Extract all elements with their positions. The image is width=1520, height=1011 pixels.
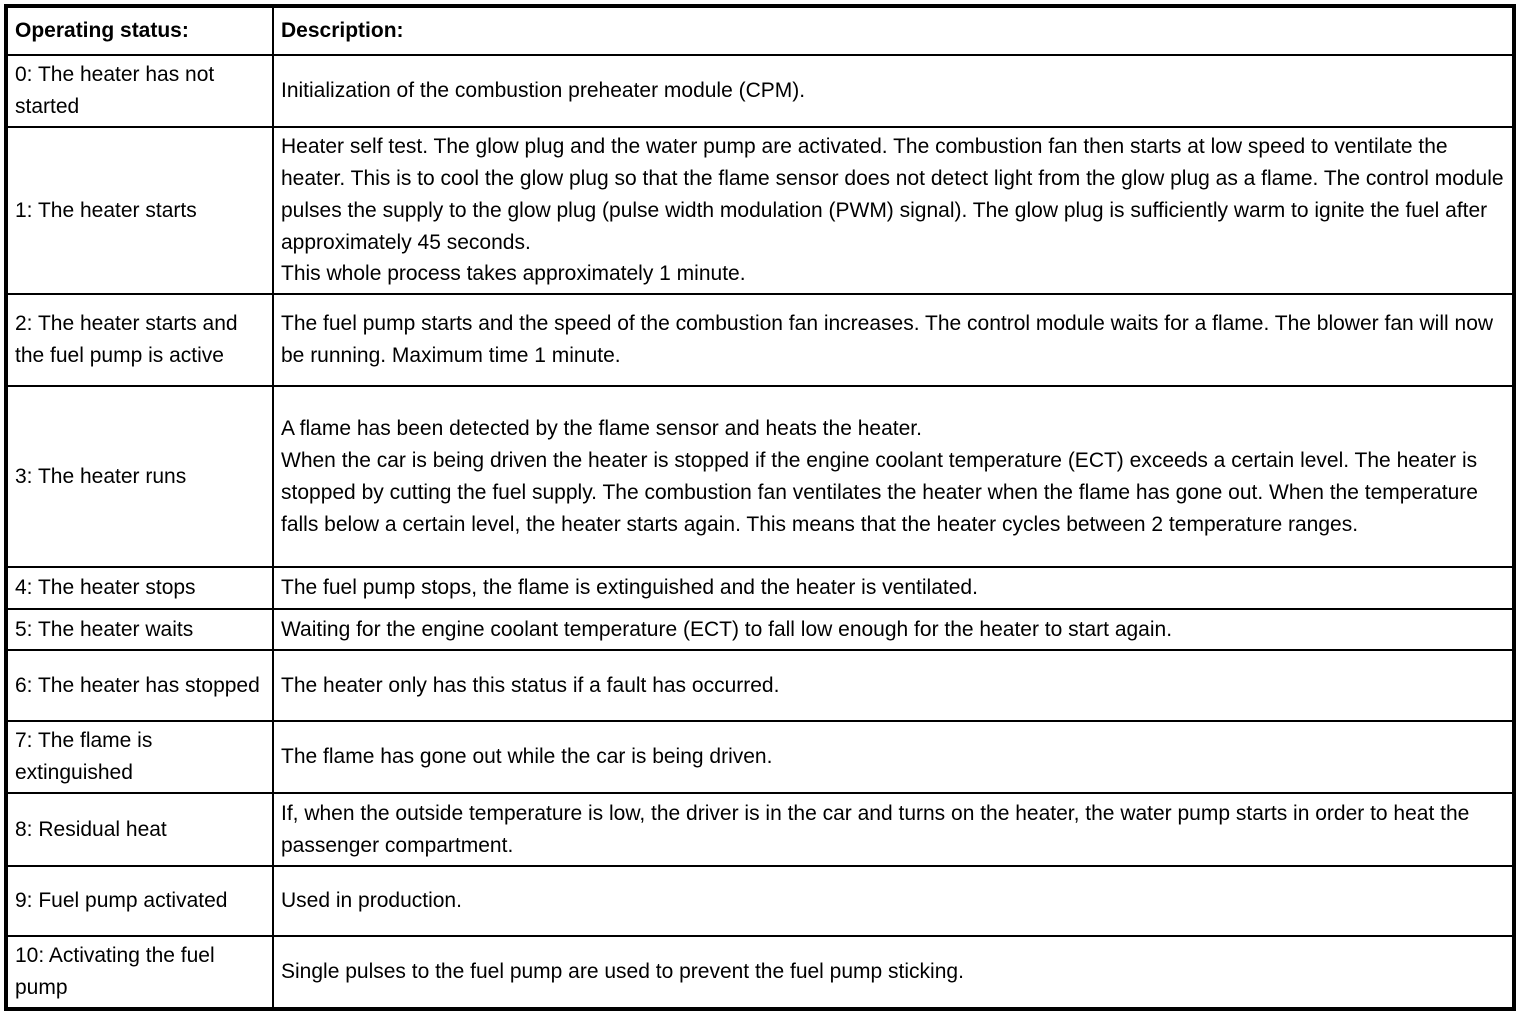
- status-cell: 6: The heater has stopped: [5, 649, 274, 723]
- table-row: 7: The flame is extinguished The flame h…: [5, 720, 1515, 795]
- table-row: 3: The heater runs A flame has been dete…: [5, 385, 1515, 569]
- description-cell: Single pulses to the fuel pump are used …: [272, 935, 1515, 1011]
- table-row: 1: The heater starts Heater self test. T…: [5, 125, 1515, 296]
- table-row: 4: The heater stops The fuel pump stops,…: [5, 566, 1515, 611]
- table-row: 8: Residual heat If, when the outside te…: [5, 792, 1515, 868]
- table-row: 5: The heater waits Waiting for the engi…: [5, 608, 1515, 652]
- description-cell: Waiting for the engine coolant temperatu…: [272, 608, 1515, 652]
- status-cell: 3: The heater runs: [5, 385, 274, 569]
- description-cell: Heater self test. The glow plug and the …: [272, 125, 1515, 296]
- table-row: 6: The heater has stopped The heater onl…: [5, 649, 1515, 723]
- status-cell: 1: The heater starts: [5, 125, 274, 296]
- table-row: 9: Fuel pump activated Used in productio…: [5, 865, 1515, 938]
- description-cell: The fuel pump stops, the flame is exting…: [272, 566, 1515, 611]
- description-cell: A flame has been detected by the flame s…: [272, 385, 1515, 569]
- description-cell: The flame has gone out while the car is …: [272, 720, 1515, 795]
- column-header-description: Description:: [272, 5, 1515, 56]
- table-row: 10: Activating the fuel pump Single puls…: [5, 935, 1515, 1011]
- status-cell: 8: Residual heat: [5, 792, 274, 868]
- description-cell: The fuel pump starts and the speed of th…: [272, 293, 1515, 388]
- description-cell: Initialization of the combustion preheat…: [272, 54, 1515, 128]
- description-cell: The heater only has this status if a fau…: [272, 649, 1515, 723]
- table-row: 0: The heater has not started Initializa…: [5, 54, 1515, 128]
- status-cell: 0: The heater has not started: [5, 54, 274, 128]
- operating-status-table: Operating status: Description: 0: The he…: [4, 4, 1516, 1011]
- description-cell: Used in production.: [272, 865, 1515, 938]
- description-cell: If, when the outside temperature is low,…: [272, 792, 1515, 868]
- status-cell: 7: The flame is extinguished: [5, 720, 274, 795]
- table-row: 2: The heater starts and the fuel pump i…: [5, 293, 1515, 388]
- status-cell: 9: Fuel pump activated: [5, 865, 274, 938]
- table-header-row: Operating status: Description:: [5, 5, 1515, 56]
- status-cell: 2: The heater starts and the fuel pump i…: [5, 293, 274, 388]
- status-cell: 10: Activating the fuel pump: [5, 935, 274, 1011]
- status-cell: 4: The heater stops: [5, 566, 274, 611]
- column-header-operating-status: Operating status:: [5, 5, 274, 56]
- status-cell: 5: The heater waits: [5, 608, 274, 652]
